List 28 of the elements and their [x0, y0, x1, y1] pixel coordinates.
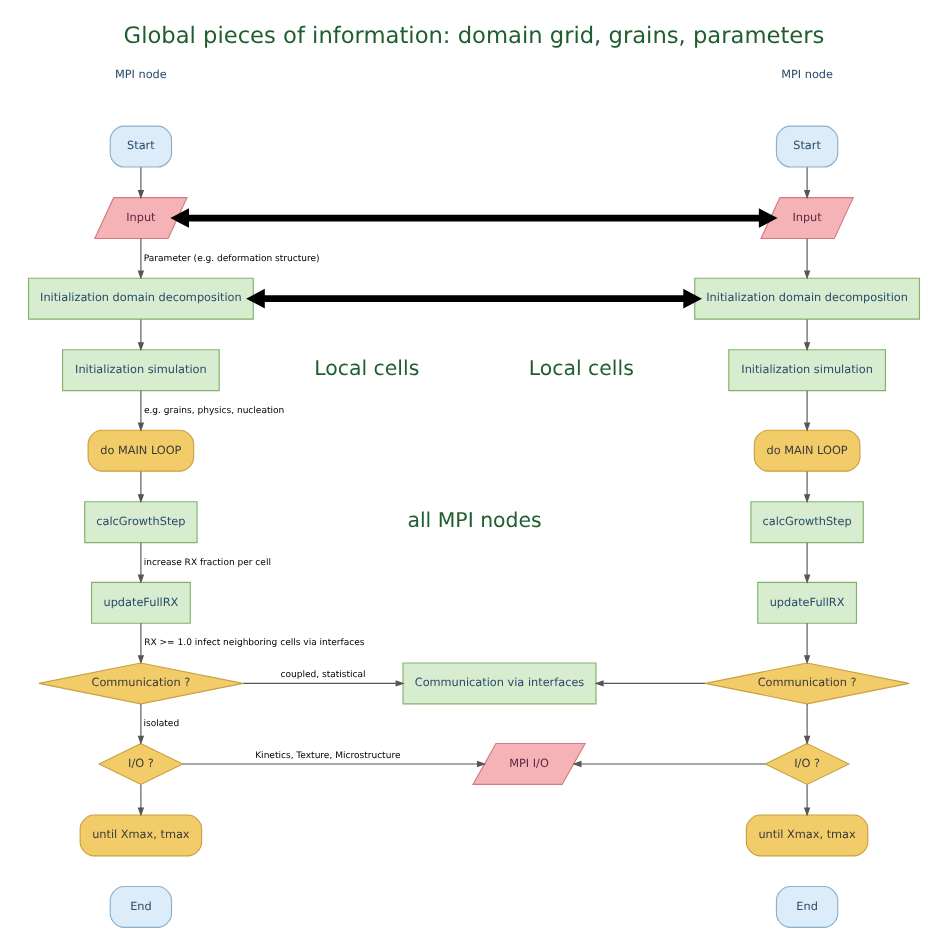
- arrow: [182, 760, 487, 768]
- arrow: [137, 703, 145, 745]
- arrow: [803, 542, 811, 584]
- arrow: [803, 318, 811, 352]
- label: Local cells: [314, 359, 420, 382]
- arrow: [137, 238, 145, 280]
- arrow: [170, 208, 778, 228]
- arrow: [137, 318, 145, 352]
- arrow: [137, 784, 145, 817]
- arrow: [803, 238, 811, 280]
- arrow: [572, 760, 766, 768]
- arrow: [594, 680, 706, 687]
- arrow: [137, 622, 145, 665]
- arrow: [137, 390, 145, 432]
- arrow: [803, 703, 811, 745]
- diagram-title: Global pieces of information: domain grid, grains, parameters: [123, 21, 825, 50]
- arrow: [803, 784, 811, 817]
- arrow: [242, 680, 405, 687]
- arrow: [803, 390, 811, 432]
- arrow: [246, 288, 702, 309]
- label: Local cells: [528, 359, 634, 382]
- arrow: [137, 542, 145, 584]
- arrow: [803, 470, 811, 504]
- arrow: [803, 166, 811, 200]
- arrow: [137, 470, 145, 504]
- label: all MPI nodes: [407, 511, 542, 534]
- arrow: [803, 622, 811, 665]
- arrow: [137, 166, 145, 200]
